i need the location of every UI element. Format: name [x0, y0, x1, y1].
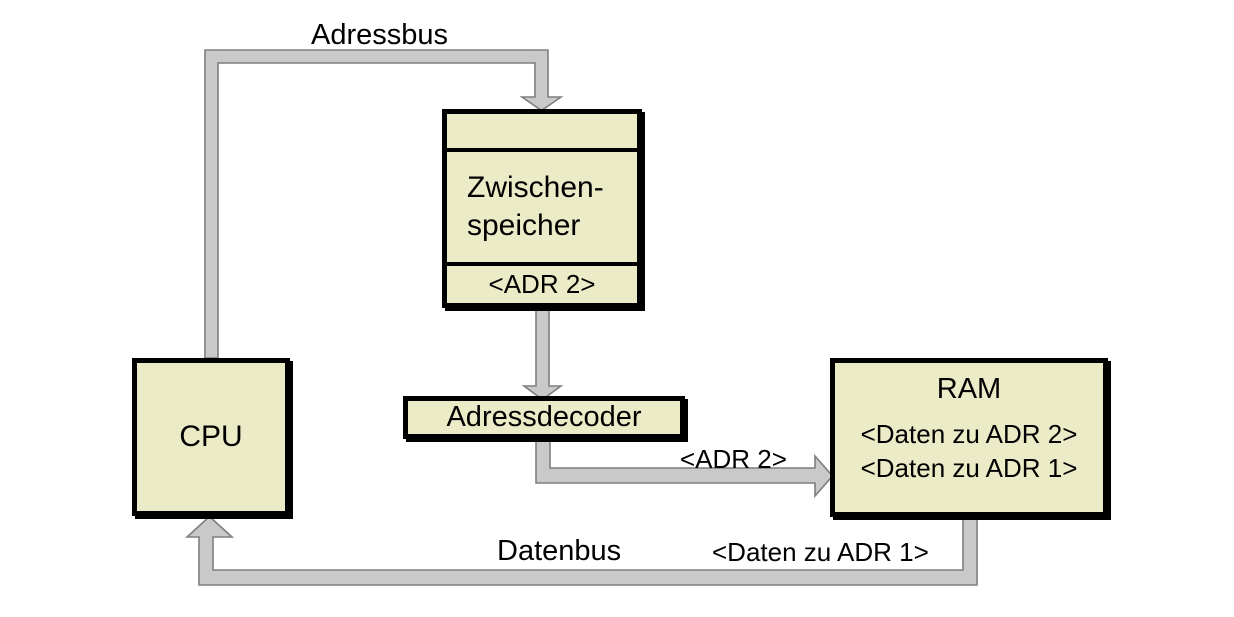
adressdecoder-box: Adressdecoder — [403, 396, 685, 439]
buffer-to-decoder-pipe — [521, 306, 564, 401]
decoder-to-ram-pipe — [535, 438, 834, 499]
zwischenspeicher-empty-slot — [447, 114, 637, 152]
datenbus-label: Datenbus — [497, 535, 622, 567]
ram-data-row-adr2: <Daten zu ADR 2> — [860, 419, 1078, 449]
cpu-label: CPU — [179, 420, 243, 453]
ram-box: RAM <Daten zu ADR 2> <Daten zu ADR 1> — [830, 358, 1108, 517]
daten-zu-adr1-bus-annotation: <Daten zu ADR 1> — [712, 537, 929, 567]
cpu-box: CPU — [132, 358, 290, 516]
adr2-bus-annotation: <ADR 2> — [680, 444, 787, 474]
ram-data-row-adr1: <Daten zu ADR 1> — [860, 453, 1078, 483]
adressbus-pipe — [204, 49, 564, 359]
zwischenspeicher-label-line2: speicher — [467, 209, 581, 242]
adressbus-label: Adressbus — [311, 19, 449, 51]
zwischenspeicher-adr2-slot: <ADR 2> — [447, 266, 637, 303]
adressdecoder-label: Adressdecoder — [446, 401, 642, 433]
zwischenspeicher-box: Zwischen- speicher <ADR 2> — [442, 109, 642, 308]
datenbus-pipe — [184, 514, 978, 586]
zwischenspeicher-label-line1: Zwischen- — [467, 171, 604, 204]
zwischenspeicher-adr2-value: <ADR 2> — [488, 269, 596, 299]
zwischenspeicher-label: Zwischen- speicher — [447, 152, 637, 266]
ram-label: RAM — [936, 373, 1002, 405]
